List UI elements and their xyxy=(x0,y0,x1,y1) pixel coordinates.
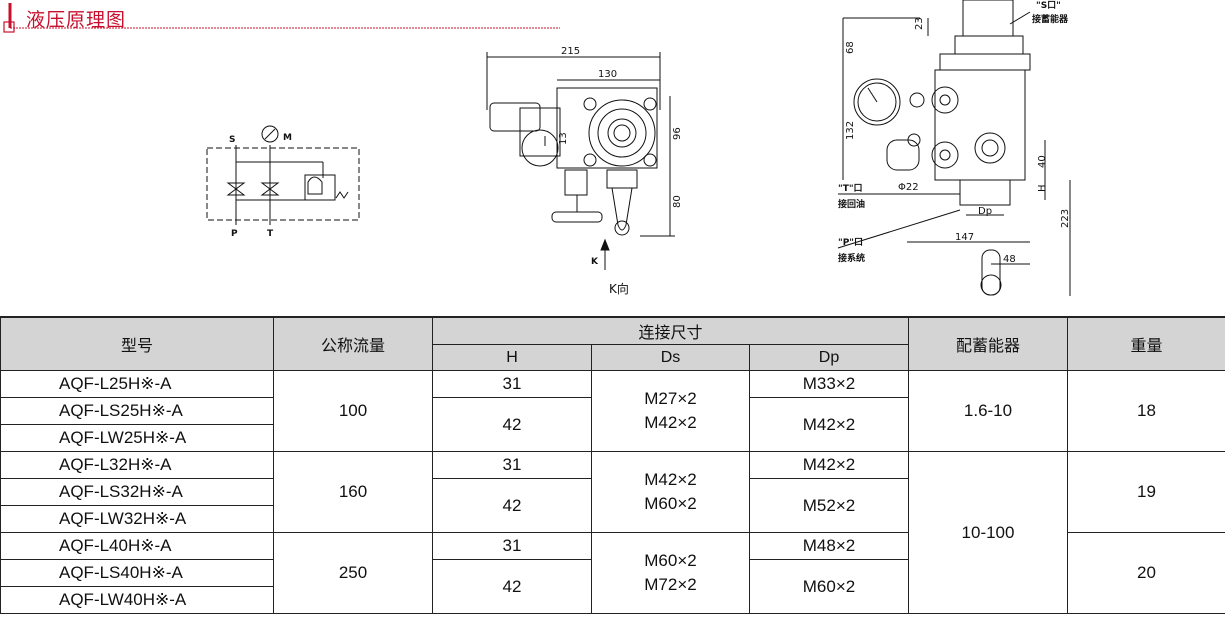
model-cell: AQF-L40H※-A xyxy=(0,532,274,560)
table-row: AQF-LW40H※-A xyxy=(0,586,1225,614)
section-header: 液压原理图 xyxy=(0,0,1225,34)
header-dp: Dp xyxy=(749,344,909,371)
h-cell: 31 xyxy=(432,370,592,398)
spec-table: 型号 公称流量 连接尺寸 配蓄能器 重量 H Ds Dp AQF-L25H※-A… xyxy=(0,316,1225,614)
header-h: H xyxy=(432,344,592,371)
dp-cell: M33×2 xyxy=(749,370,909,398)
table-row: AQF-LW25H※-A xyxy=(0,424,1225,452)
section-title: 液压原理图 xyxy=(26,9,127,31)
header-connection: 连接尺寸 xyxy=(432,316,909,345)
dim-h: H xyxy=(1037,184,1048,192)
dim-147: 147 xyxy=(955,232,974,243)
dim-215: 215 xyxy=(561,46,580,57)
table-row: AQF-L32H※-A 160 31 M42×2 M60×2 M42×2 10-… xyxy=(0,451,1225,614)
dp-cell: M42×2 xyxy=(749,397,909,452)
view-label: K向 xyxy=(609,281,629,296)
header-ds: Ds xyxy=(591,344,750,371)
header-weight: 重量 xyxy=(1067,316,1225,371)
ds-value: M72×2 xyxy=(644,575,697,594)
h-cell: 31 xyxy=(432,451,592,479)
h-cell: 42 xyxy=(432,478,592,533)
dim-68: 68 xyxy=(845,41,856,54)
header-model: 型号 xyxy=(0,316,274,371)
t-port-label: "T"口 xyxy=(838,183,863,194)
dim-23: 23 xyxy=(914,17,925,30)
hydraulic-drawings: S M P T 215 130 13 96 80 xyxy=(206,0,1071,296)
model-cell: AQF-LW40H※-A xyxy=(0,586,274,614)
s-port-desc: 接蓄能器 xyxy=(1032,13,1069,25)
s-port-label: "S口" xyxy=(1036,0,1061,11)
dp-cell: M60×2 xyxy=(749,559,909,614)
ds-cell: M42×2 M60×2 xyxy=(591,451,750,533)
model-cell: AQF-L25H※-A xyxy=(0,370,274,398)
ds-cell: M60×2 M72×2 xyxy=(591,532,750,614)
model-cell: AQF-LW25H※-A xyxy=(0,424,274,452)
accumulator-cell: 1.6-10 xyxy=(908,370,1068,452)
flow-cell: 160 xyxy=(273,451,433,533)
weight-cell: 20 xyxy=(1067,532,1225,614)
model-cell: AQF-LS32H※-A xyxy=(0,478,274,506)
front-view-drawing: 215 130 13 96 80 K K向 xyxy=(486,46,683,296)
view-arrow-label: K xyxy=(591,257,599,267)
table-row: AQF-LS40H※-A 42 M60×2 xyxy=(0,559,1225,614)
h-cell: 42 xyxy=(432,559,592,614)
weight-cell: 18 xyxy=(1067,370,1225,452)
dim-48: 48 xyxy=(1003,254,1016,265)
p-port-label: "P"口 xyxy=(838,237,863,248)
ds-value: M27×2 xyxy=(644,389,697,408)
schematic-label-t: T xyxy=(267,229,274,239)
dim-dp: Dp xyxy=(978,206,992,217)
dim-80: 80 xyxy=(672,195,683,208)
side-view-drawing: D5 23 68 132 40 H Dp 223 147 48 xyxy=(837,0,1071,296)
header-decoration xyxy=(3,3,560,33)
dim-96: 96 xyxy=(672,127,683,140)
dim-phi22: Φ22 xyxy=(898,182,919,193)
model-cell: AQF-LW32H※-A xyxy=(0,505,274,533)
dp-cell: M48×2 xyxy=(749,532,909,560)
weight-cell: 19 xyxy=(1067,451,1225,533)
flow-cell: 250 xyxy=(273,532,433,614)
dp-cell: M42×2 xyxy=(749,451,909,479)
dim-130: 130 xyxy=(598,69,617,80)
ds-value: M42×2 xyxy=(644,413,697,432)
dim-223: 223 xyxy=(1060,209,1071,228)
p-port-desc: 接系统 xyxy=(838,252,865,264)
dim-d5: D5 xyxy=(980,0,994,2)
header-flow: 公称流量 xyxy=(273,316,433,371)
table-row: AQF-LW32H※-A xyxy=(0,505,1225,533)
h-cell: 42 xyxy=(432,397,592,452)
dp-cell: M52×2 xyxy=(749,478,909,533)
model-cell: AQF-LS40H※-A xyxy=(0,559,274,587)
ds-value: M60×2 xyxy=(644,494,697,513)
ds-value: M42×2 xyxy=(644,470,697,489)
model-cell: AQF-L32H※-A xyxy=(0,451,274,479)
h-cell: 31 xyxy=(432,532,592,560)
model-cell: AQF-LS25H※-A xyxy=(0,397,274,425)
flow-cell: 100 xyxy=(273,370,433,452)
ds-value: M60×2 xyxy=(644,551,697,570)
dim-132: 132 xyxy=(845,121,856,140)
table-row: AQF-L40H※-A 250 31 M60×2 M72×2 M48×2 20 xyxy=(0,532,1225,614)
hydraulic-schematic: S M P T xyxy=(206,125,360,239)
t-port-desc: 接回油 xyxy=(838,198,865,210)
table-row: AQF-L25H※-A 100 31 M27×2 M42×2 M33×2 1.6… xyxy=(0,370,1225,452)
schematic-label-s: S xyxy=(229,135,235,145)
ds-cell: M27×2 M42×2 xyxy=(591,370,750,452)
schematic-label-m: M xyxy=(283,133,292,143)
table-row: AQF-LS25H※-A 42 M42×2 xyxy=(0,397,1225,452)
schematic-label-p: P xyxy=(231,229,238,239)
dim-40: 40 xyxy=(1037,155,1048,168)
dim-13: 13 xyxy=(558,132,569,145)
accumulator-cell: 10-100 xyxy=(908,451,1068,614)
header-accumulator: 配蓄能器 xyxy=(908,316,1068,371)
table-row: AQF-LS32H※-A 42 M52×2 xyxy=(0,478,1225,533)
